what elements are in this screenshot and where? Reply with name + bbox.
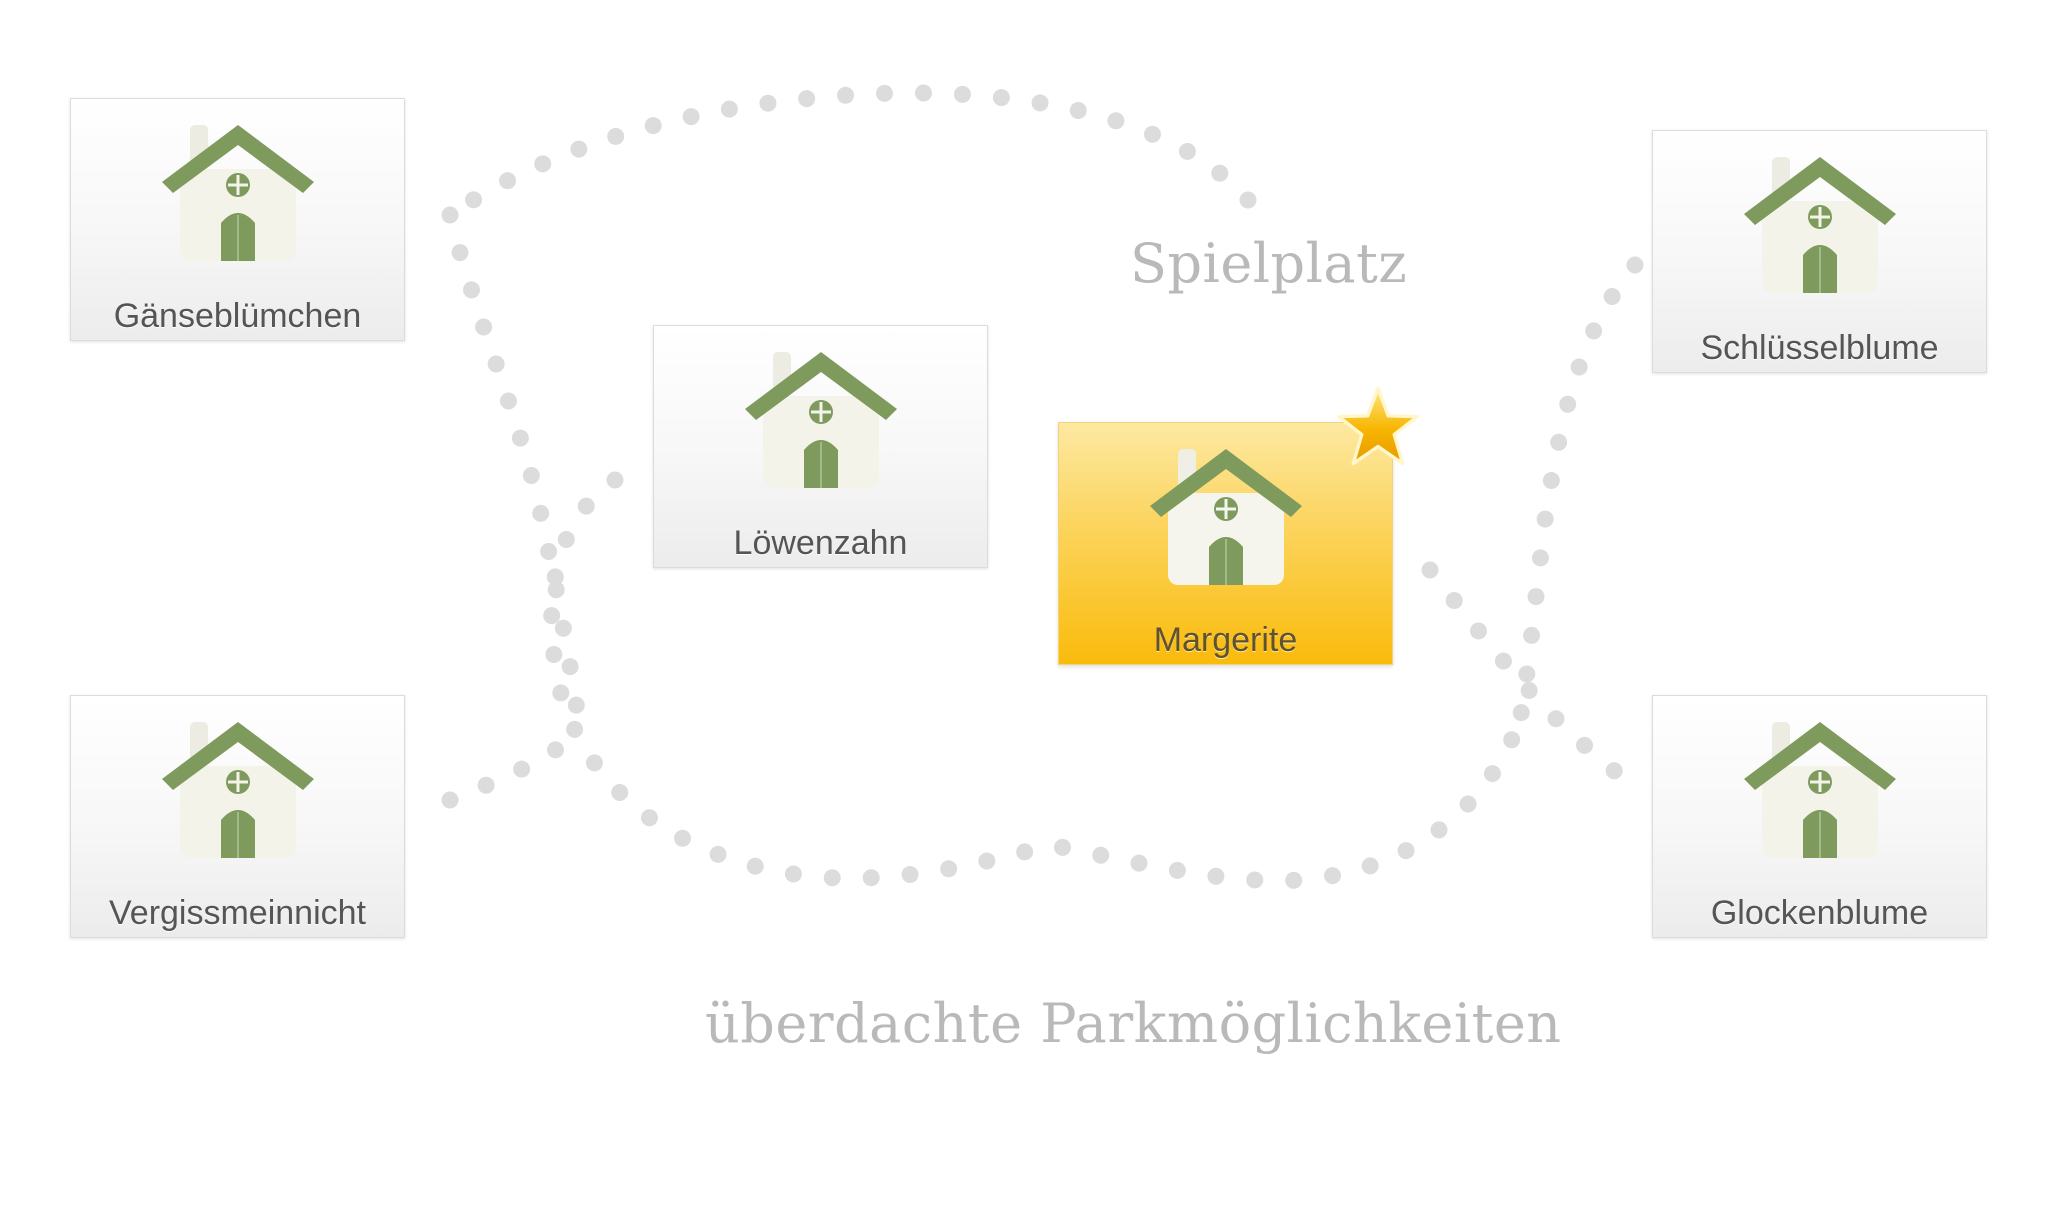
path-left-vertical (441, 206, 589, 739)
house-card-margerite[interactable]: Margerite (1058, 422, 1393, 665)
house-name: Schlüsselblume (1700, 329, 1939, 367)
path-right-vertical (1511, 256, 1644, 729)
house-name: Vergissmeinnicht (108, 894, 366, 932)
house-icon (162, 722, 314, 858)
house-card-loewenzahn[interactable]: Löwenzahn (653, 325, 988, 568)
house-name: Margerite (1153, 621, 1298, 659)
path-lower-loop (543, 471, 1529, 890)
house-icon (1744, 157, 1896, 293)
house-card-glockenblume[interactable]: Glockenblume (1652, 695, 1987, 938)
star-icon (1337, 386, 1419, 466)
parking-label: überdachte Parkmöglichkeiten (705, 992, 1562, 1055)
house-icon (1150, 449, 1302, 585)
playground-label: Spielplatz (1130, 232, 1408, 295)
path-right-branch (1421, 561, 1644, 794)
house-card-schluesselblume[interactable]: Schlüsselblume (1652, 130, 1987, 373)
house-icon (162, 125, 314, 261)
house-icon (1744, 722, 1896, 858)
house-name: Gänseblümchen (113, 297, 362, 335)
house-name: Glockenblume (1710, 894, 1929, 932)
path-left-branch (441, 721, 589, 809)
house-name: Löwenzahn (733, 524, 908, 562)
house-card-vergissmeinnicht[interactable]: Vergissmeinnicht (70, 695, 405, 938)
house-icon (745, 352, 897, 488)
path-top-arc (441, 84, 1257, 224)
house-card-gaensebluemchen[interactable]: Gänseblümchen (70, 98, 405, 341)
